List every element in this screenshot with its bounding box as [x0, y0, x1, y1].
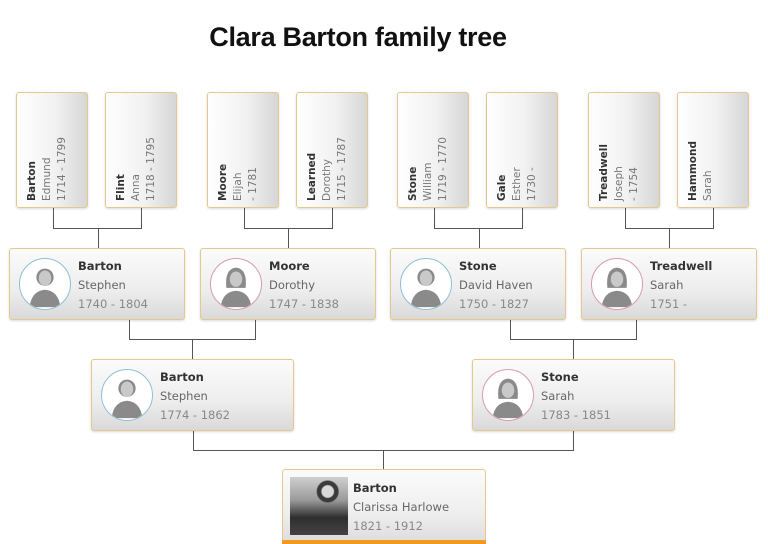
surname: Hammond — [687, 141, 699, 201]
male-avatar-icon — [19, 258, 71, 310]
connector — [669, 228, 670, 248]
connector — [510, 320, 511, 339]
surname: Treadwell — [598, 144, 610, 201]
given-name: Anna — [130, 174, 142, 201]
connector — [53, 208, 54, 228]
surname: Moore — [269, 259, 310, 273]
surname: Learned — [306, 152, 318, 201]
surname: Gale — [496, 174, 508, 201]
connector — [244, 208, 245, 228]
page-title: Clara Barton family tree — [209, 22, 507, 52]
surname: Stone — [459, 259, 497, 273]
connector — [522, 208, 523, 228]
dates: 1747 - 1838 — [269, 297, 339, 311]
given-name: Sarah — [702, 170, 714, 201]
given-name: Dorothy — [269, 278, 316, 292]
given-name: Joseph — [613, 166, 625, 201]
given-name: Esther — [511, 167, 523, 201]
dates: 1719 - 1770 — [437, 137, 449, 201]
surname: Moore — [217, 163, 229, 201]
dates: 1715 - 1787 — [336, 137, 348, 201]
connector — [713, 208, 714, 228]
connector — [288, 228, 289, 248]
surname: Flint — [115, 174, 127, 201]
connector — [255, 320, 256, 339]
connector — [98, 228, 99, 248]
connector — [53, 228, 142, 229]
connector — [332, 208, 333, 228]
given-name: Dorothy — [321, 158, 333, 201]
connector — [141, 208, 142, 228]
female-avatar-icon — [210, 258, 262, 310]
dates: 1750 - 1827 — [459, 297, 529, 311]
dates: 1718 - 1795 — [145, 137, 157, 201]
surname: Stone — [541, 370, 579, 384]
connector — [573, 431, 574, 450]
given-name: Sarah — [541, 389, 575, 403]
portrait-photo — [290, 477, 348, 535]
connector — [383, 450, 384, 469]
dates: 1730 - — [526, 167, 538, 201]
connector — [573, 339, 574, 359]
connector — [625, 208, 626, 228]
connector — [479, 228, 480, 248]
male-avatar-icon — [400, 258, 452, 310]
given-name: Clarissa Harlowe — [353, 500, 450, 514]
dates: - 1781 — [247, 167, 259, 201]
connector — [434, 208, 435, 228]
dates: 1774 - 1862 — [160, 408, 230, 422]
surname: Barton — [353, 481, 397, 495]
dates: - 1754 — [628, 167, 640, 201]
dates: 1821 - 1912 — [353, 519, 423, 533]
given-name: Sarah — [650, 278, 684, 292]
surname: Barton — [78, 259, 122, 273]
surname: Treadwell — [650, 259, 713, 273]
given-name: William — [422, 162, 434, 201]
connector — [193, 431, 194, 450]
surname: Barton — [26, 161, 38, 201]
female-avatar-icon — [591, 258, 643, 310]
connector — [434, 228, 523, 229]
given-name: Stephen — [78, 278, 126, 292]
dates: 1751 - — [650, 297, 688, 311]
dates: 1714 - 1799 — [56, 137, 68, 201]
given-name: David Haven — [459, 278, 533, 292]
given-name: Stephen — [160, 389, 208, 403]
female-avatar-icon — [482, 369, 534, 421]
selected-accent-bar — [282, 540, 486, 544]
dates: 1740 - 1804 — [78, 297, 148, 311]
dates: 1783 - 1851 — [541, 408, 611, 422]
given-name: Elijah — [232, 172, 244, 201]
connector — [192, 339, 193, 359]
surname: Barton — [160, 370, 204, 384]
given-name: Edmund — [41, 157, 53, 201]
connector — [129, 320, 130, 339]
surname: Stone — [407, 166, 419, 201]
connector — [636, 320, 637, 339]
male-avatar-icon — [101, 369, 153, 421]
